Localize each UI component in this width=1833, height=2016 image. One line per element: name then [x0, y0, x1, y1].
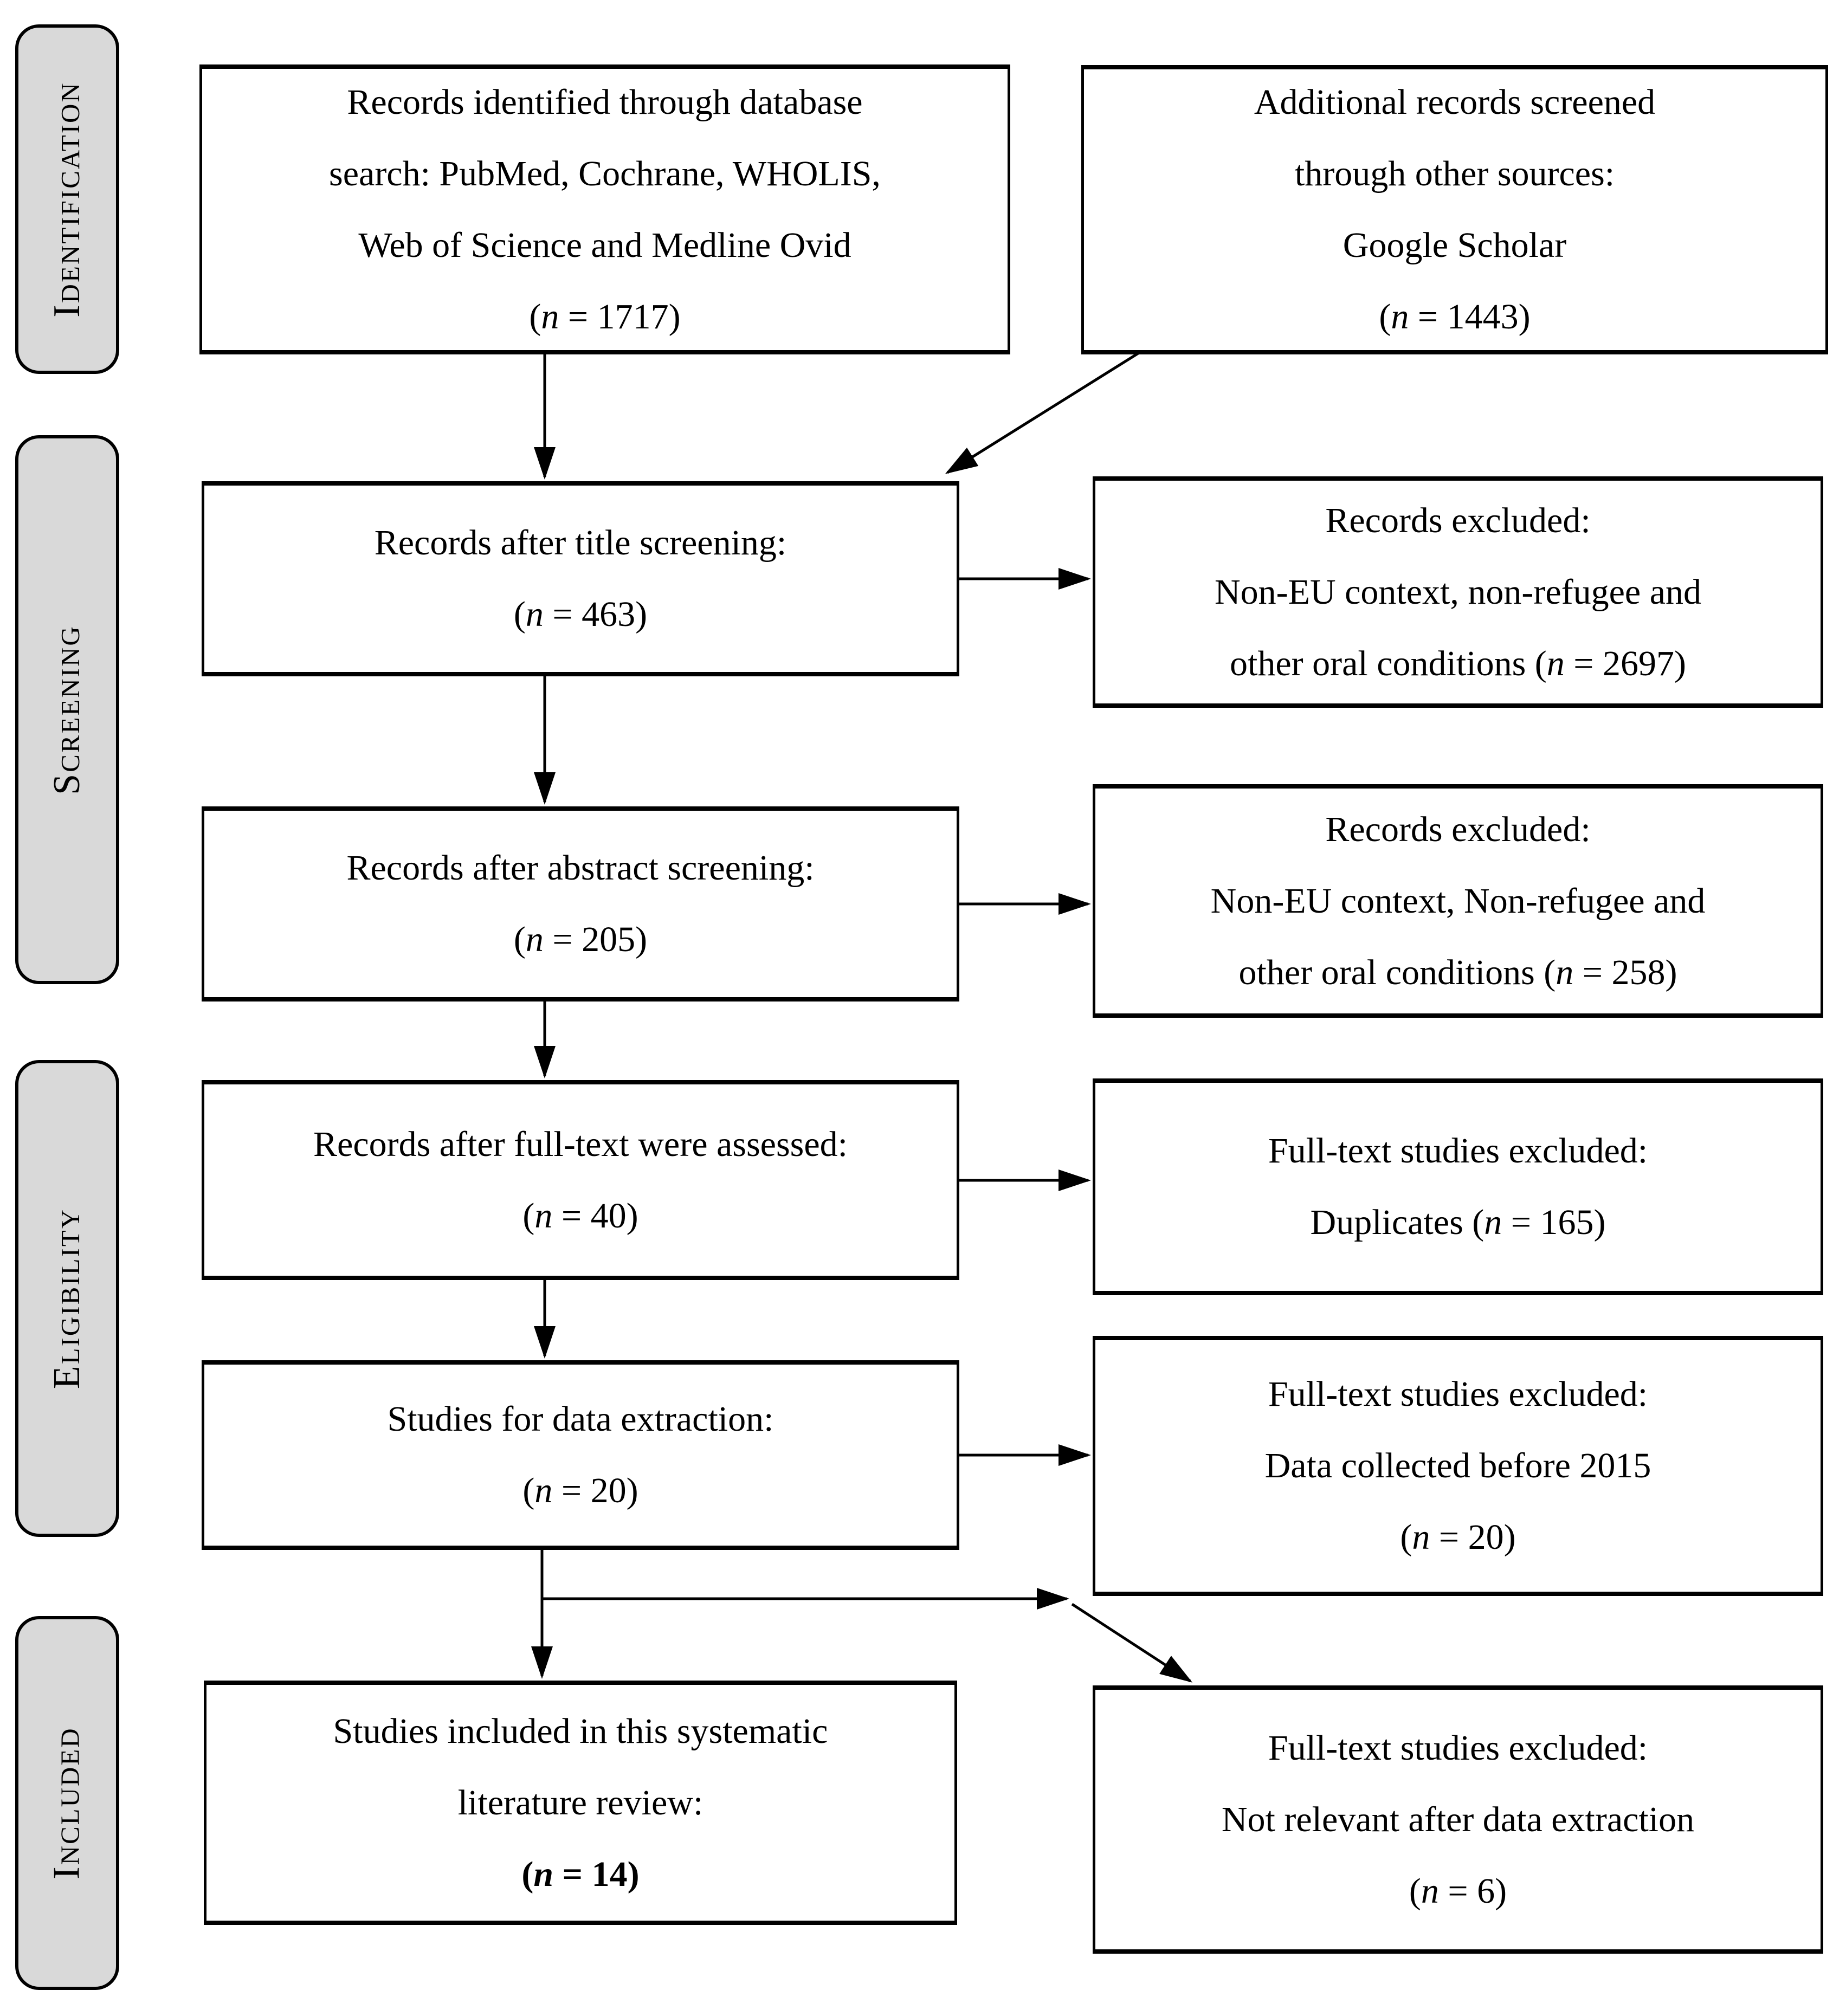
box-text-line: Data collected before 2015: [1264, 1446, 1651, 1485]
box-data-extraction: Studies for data extraction: (n = 20): [202, 1360, 959, 1550]
box-text-line: (n = 40): [522, 1196, 638, 1236]
arrow-other-sources-to-title: [945, 352, 1139, 474]
box-text-line: (n = 1717): [529, 296, 681, 337]
box-title-screening: Records after title screening: (n = 463): [202, 481, 959, 676]
box-text-line: Web of Science and Medline Ovid: [358, 225, 851, 265]
stage-identification: Identification: [15, 24, 119, 374]
box-abstract-screening: Records after abstract screening: (n = 20…: [202, 806, 959, 1001]
box-text-line: Google Scholar: [1343, 225, 1567, 265]
box-text-line: Non-EU context, non-refugee and: [1215, 572, 1701, 612]
box-text-line: Records excluded:: [1325, 500, 1591, 540]
box-text-line: other oral conditions (n = 2697): [1230, 643, 1686, 683]
box-text-line: (n = 20): [1400, 1517, 1516, 1557]
box-text-line: Records after full-text were assessed:: [313, 1124, 848, 1164]
box-text-line: (n = 205): [513, 920, 648, 959]
box-included-review: Studies included in this systematic liter…: [204, 1681, 957, 1925]
box-text-line: Records after title screening:: [374, 523, 787, 563]
box-excluded-abstract: Records excluded: Non-EU context, Non-ref…: [1093, 784, 1823, 1018]
box-text-line: through other sources:: [1294, 154, 1615, 193]
stage-included-label: Included: [46, 1727, 88, 1879]
box-text-line: (n = 463): [513, 595, 648, 634]
box-text-line: (n = 20): [522, 1471, 638, 1510]
box-excluded-title: Records excluded: Non-EU context, non-ref…: [1093, 476, 1823, 708]
box-text-line: literature review:: [457, 1782, 703, 1823]
stage-screening: Screening: [15, 435, 119, 984]
box-text-line: Full-text studies excluded:: [1268, 1374, 1648, 1414]
box-excluded-not-relevant: Full-text studies excluded: Not relevant …: [1093, 1685, 1823, 1954]
box-text-line: search: PubMed, Cochrane, WHOLIS,: [329, 153, 881, 193]
box-excluded-before-2015: Full-text studies excluded: Data collecte…: [1093, 1336, 1823, 1596]
stage-identification-label: Identification: [46, 81, 88, 318]
stage-eligibility: Eligibility: [15, 1060, 119, 1537]
arrow-branch-to-not-relevant: [1071, 1603, 1193, 1683]
box-text-line: (n = 14): [521, 1854, 640, 1894]
stage-included: Included: [15, 1616, 119, 1990]
box-fulltext-assessed: Records after full-text were assessed: (n…: [202, 1080, 959, 1280]
stage-eligibility-label: Eligibility: [46, 1207, 88, 1390]
box-text-line: Full-text studies excluded:: [1268, 1728, 1648, 1768]
box-text-line: (n = 6): [1409, 1871, 1507, 1911]
box-text-line: Non-EU context, Non-refugee and: [1210, 881, 1706, 921]
box-records-identified: Records identified through database searc…: [199, 64, 1010, 354]
box-additional-records: Additional records screened through other…: [1081, 65, 1828, 354]
box-text-line: Full-text studies excluded:: [1268, 1131, 1648, 1171]
box-text-line: (n = 1443): [1379, 297, 1531, 337]
box-text-line: Not relevant after data extraction: [1221, 1799, 1695, 1839]
box-text-line: Records after abstract screening:: [346, 848, 815, 888]
stage-screening-label: Screening: [46, 624, 88, 795]
box-text-line: Records identified through database: [347, 82, 863, 122]
box-excluded-duplicates: Full-text studies excluded: Duplicates (n…: [1093, 1078, 1823, 1295]
box-text-line: Records excluded:: [1325, 809, 1591, 849]
box-text-line: other oral conditions (n = 258): [1238, 952, 1677, 992]
box-text-line: Studies included in this systematic: [333, 1711, 828, 1751]
box-text-line: Duplicates (n = 165): [1310, 1203, 1606, 1242]
box-text-line: Additional records screened: [1254, 82, 1656, 122]
box-text-line: Studies for data extraction:: [387, 1399, 774, 1439]
